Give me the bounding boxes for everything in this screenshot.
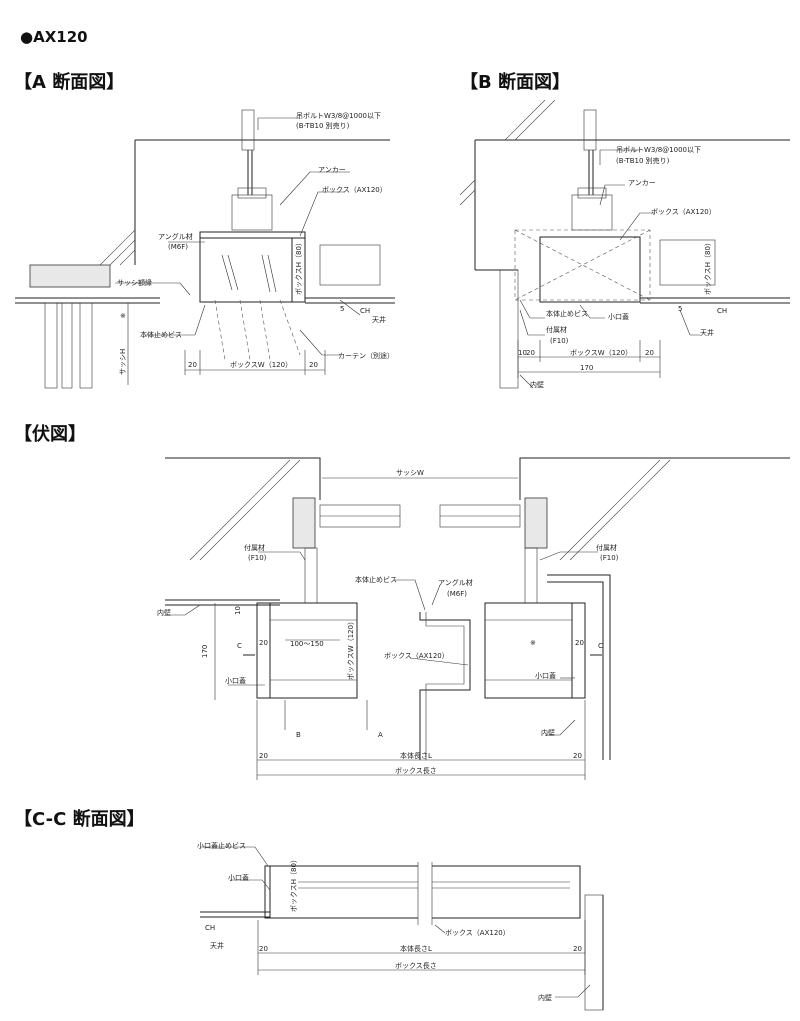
plan-box-w-label: ボックスW（120） [347, 618, 355, 680]
a-box-h-label: ボックスH（80） [295, 239, 303, 295]
model-title: ●AX120 [20, 28, 88, 46]
cc-lid-screw-label: 小口蓋止めビス [197, 841, 246, 850]
cc-inner-wall-label: 内壁 [538, 993, 552, 1002]
section-a-drawing [15, 109, 395, 389]
section-cc-drawing [200, 846, 604, 1011]
cc-ch-label: CH [205, 924, 215, 932]
b-small-lid-label: 小口蓋 [608, 312, 629, 321]
section-plan-title: 【伏図】 [14, 424, 86, 445]
a-box-label: ボックス（AX120） [322, 186, 387, 194]
a-bolt-note-label: (B-TB10 別売り) [296, 121, 350, 130]
a-hanging-bolt-label: 吊ボルトW3/8@1000以下 [296, 112, 381, 120]
a-curtain-label: カーテン（別途） [338, 351, 394, 360]
cc-box-len-label: ボックス長さ [395, 962, 437, 970]
plan-attach-left-label: 付属材 [244, 543, 265, 552]
section-plan-drawing [165, 457, 790, 780]
a-sash-line-label: サッシ額縁 [117, 278, 152, 287]
plan-f10-right-label: (F10) [600, 554, 619, 562]
section-b-drawing [459, 99, 790, 389]
a-body-screw-label: 本体止めビス [140, 330, 182, 339]
cc-small-lid-label: 小口蓋 [228, 873, 249, 882]
a-dim-20-right: 20 [309, 361, 318, 369]
a-dim-20-left: 20 [188, 361, 197, 369]
b-box-h-label: ボックスH（80） [704, 239, 712, 295]
plan-m6f-label: (M6F) [447, 590, 467, 598]
plan-body-screw-label: 本体止めビス [355, 575, 397, 584]
plan-body-len-label: 本体長さL [400, 751, 432, 760]
b-inner-wall-label: 内壁 [530, 380, 544, 389]
b-attach-label: 付属材 [546, 325, 567, 334]
plan-small-lid-right: 小口蓋 [535, 671, 556, 680]
plan-dim-20-right: 20 [575, 639, 584, 647]
b-dim-10: 10 [518, 349, 527, 357]
b-ch-label: CH [717, 307, 727, 315]
a-star-label: ※ [120, 312, 126, 320]
b-anchor-label: アンカー [628, 179, 656, 187]
section-b-title: 【B 断面図】 [460, 72, 570, 93]
plan-angle-label: アングル材 [438, 578, 473, 587]
plan-dim-10: 10 [234, 606, 242, 615]
plan-inner-wall-right-label: 内壁 [541, 728, 555, 737]
b-f10-label: (F10) [550, 337, 569, 345]
plan-attach-right-label: 付属材 [596, 543, 617, 552]
plan-f10-left-label: (F10) [248, 554, 267, 562]
a-ch-label: CH [360, 307, 370, 315]
section-a-title: 【A 断面図】 [14, 72, 125, 93]
b-box-w-label: ボックスW（120） [570, 349, 632, 357]
b-five-label: 5 [678, 305, 682, 313]
cc-body-len-label: 本体長さL [400, 944, 432, 953]
b-ceiling-label: 天井 [700, 328, 714, 337]
plan-inner-wall-left-label: 内壁 [157, 608, 171, 617]
plan-b-mark: B [296, 731, 301, 739]
plan-dim-20-bottom-right: 20 [573, 752, 582, 760]
plan-box-len-label: ボックス長さ [395, 767, 437, 775]
a-ceiling-label: 天井 [372, 315, 386, 324]
section-cc-title: 【C-C 断面図】 [14, 809, 145, 830]
a-angle-label: アングル材 [158, 232, 193, 241]
cc-dim-20-right: 20 [573, 945, 582, 953]
a-m6f-label: (M6F) [168, 243, 188, 251]
b-box-label: ボックス（AX120） [651, 208, 716, 216]
a-sash-h-label: サッシH [119, 349, 127, 375]
b-dim-170: 170 [580, 364, 593, 372]
a-box-w-label: ボックスW（120） [230, 361, 292, 369]
a-five-label: 5 [340, 305, 344, 313]
plan-dim-20-bottom-left: 20 [259, 752, 268, 760]
plan-dim-170: 170 [201, 645, 209, 658]
plan-small-lid-left: 小口蓋 [225, 676, 246, 685]
plan-a-mark: A [378, 731, 383, 739]
cc-box-h-label: ボックスH（80） [290, 856, 298, 912]
b-hanging-bolt-label: 吊ボルトW3/8@1000以下 [616, 146, 701, 154]
plan-dim-20-left: 20 [259, 639, 268, 647]
cc-ceiling-label: 天井 [210, 941, 224, 950]
cc-dim-20-left: 20 [259, 945, 268, 953]
plan-star-label: ※ [530, 639, 536, 647]
b-dim-20-left: 20 [526, 349, 535, 357]
b-dim-20-right: 20 [645, 349, 654, 357]
plan-sash-w-label: サッシW [396, 469, 424, 477]
b-body-screw-label: 本体止めビス [546, 309, 588, 318]
plan-box-label: ボックス（AX120） [384, 652, 449, 660]
plan-c-right: C [598, 642, 603, 650]
plan-range-label: 100～150 [290, 640, 324, 648]
cc-box-label: ボックス（AX120） [445, 929, 510, 937]
b-bolt-note-label: (B-TB10 別売り) [616, 156, 670, 165]
plan-c-left: C [237, 642, 242, 650]
a-anchor-label: アンカー [318, 166, 346, 174]
